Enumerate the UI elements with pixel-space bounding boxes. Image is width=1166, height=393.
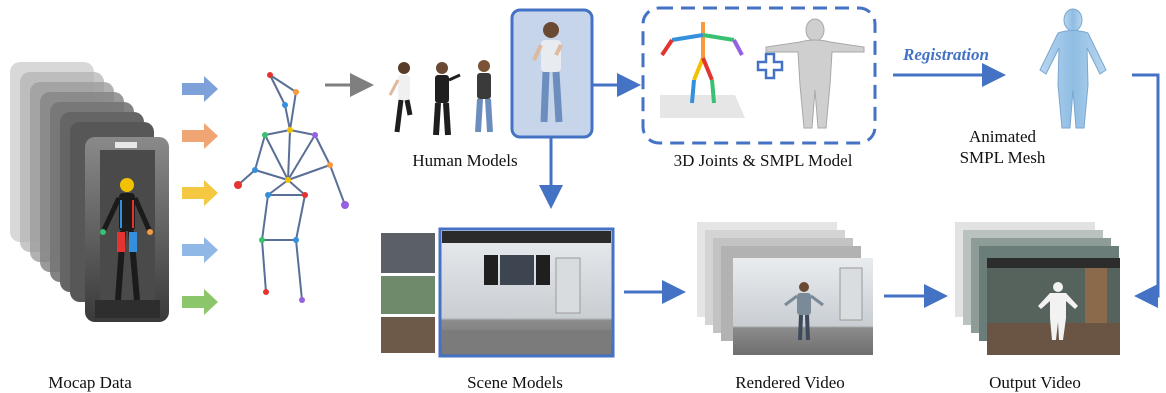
label-human-models: Human Models [412, 151, 518, 170]
mocap-frame-stack [10, 62, 169, 322]
mocap-arrow [182, 289, 218, 315]
scene-main [438, 227, 615, 358]
plus-icon [756, 52, 784, 80]
mocap-actor [100, 178, 153, 301]
rendered-person [784, 282, 824, 341]
label-scene-models: Scene Models [467, 373, 563, 392]
label-smpl-mesh: SMPL Mesh [959, 148, 1046, 167]
animated-smpl-mesh [1039, 8, 1107, 129]
smpl-model [765, 18, 865, 129]
scene-thumbnail [381, 233, 435, 273]
human-model-suit [433, 62, 461, 136]
rendered-video-stack [697, 222, 873, 355]
human-model-woman [388, 62, 413, 133]
mocap-arrow [182, 237, 218, 263]
label-joints-smpl: 3D Joints & SMPL Model [673, 151, 853, 170]
mocap-arrow [182, 76, 218, 102]
scene-thumbnail [381, 276, 435, 314]
mocap-arrow [182, 123, 218, 149]
joints-smpl-box [641, 6, 877, 145]
label-animated: Animated [968, 127, 1037, 146]
selected-human-model [510, 8, 594, 139]
scene-thumbnail [381, 317, 435, 353]
mocap-arrow [182, 180, 218, 206]
flow-arrow [1132, 73, 1160, 308]
scene-thumbnails [381, 233, 435, 353]
label-output-video: Output Video [989, 373, 1081, 392]
label-registration: Registration [903, 45, 989, 64]
mocap-color-arrows [182, 76, 218, 315]
label-rendered-video: Rendered Video [735, 373, 845, 392]
human-models-group [388, 60, 493, 136]
human-model-casual [475, 60, 493, 133]
joint-skeleton [660, 22, 744, 104]
label-mocap-data: Mocap Data [48, 373, 132, 392]
output-video-stack [955, 222, 1120, 355]
skeleton-joints [234, 72, 349, 303]
skeleton-figure [237, 74, 346, 301]
output-white-mesh [1038, 282, 1078, 340]
ground-plane [660, 95, 745, 118]
